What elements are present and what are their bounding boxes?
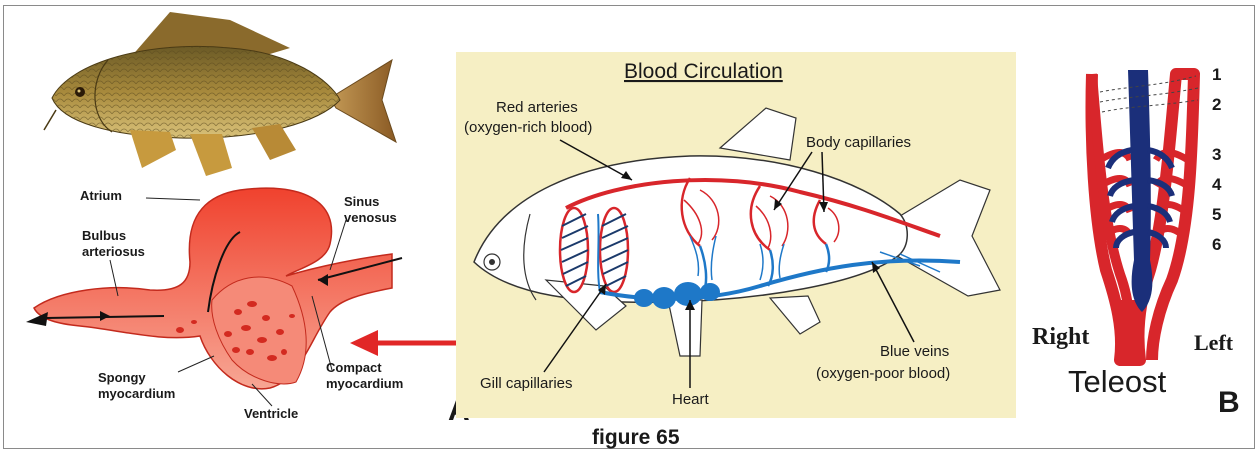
arch-number-2: 2 (1212, 95, 1221, 114)
label-right: Right (1032, 324, 1089, 350)
label-heart: Heart (672, 391, 710, 408)
label-compact-1: Compact (326, 360, 382, 375)
arch-number-5: 5 (1212, 205, 1221, 224)
panel-b-letter: B (1218, 386, 1240, 419)
label-compact-2: myocardium (326, 376, 403, 391)
arch-number-1: 1 (1212, 65, 1221, 84)
label-bulbus-1: Bulbus (82, 228, 126, 243)
label-sinus-2: venosus (344, 210, 397, 225)
arch-number-6: 6 (1212, 235, 1221, 254)
label-spongy-2: myocardium (98, 386, 175, 401)
figure-caption: figure 65 (592, 426, 680, 449)
label-atrium: Atrium (80, 188, 122, 203)
label-blue-veins-1: Blue veins (880, 343, 949, 360)
label-bulbus-2: arteriosus (82, 244, 145, 259)
teleost-arch-diagram (1092, 70, 1198, 360)
arch-number-3: 3 (1212, 145, 1221, 164)
label-body-capillaries: Body capillaries (806, 134, 911, 151)
label-gill-capillaries: Gill capillaries (480, 375, 573, 392)
label-ventricle: Ventricle (244, 406, 298, 421)
label-sinus-1: Sinus (344, 194, 379, 209)
label-blue-veins-2: (oxygen-poor blood) (816, 365, 950, 382)
label-red-arteries-1: Red arteries (496, 99, 578, 116)
carp-illustration (44, 12, 396, 176)
label-spongy-1: Spongy (98, 370, 146, 385)
label-red-arteries-2: (oxygen-rich blood) (464, 119, 592, 136)
label-left: Left (1194, 330, 1234, 355)
arch-number-list: 1 2 3 4 5 6 (1212, 65, 1222, 254)
arch-number-4: 4 (1212, 175, 1222, 194)
panel-a-title: Blood Circulation (624, 60, 783, 83)
panel-b-title: Teleost (1068, 364, 1167, 399)
